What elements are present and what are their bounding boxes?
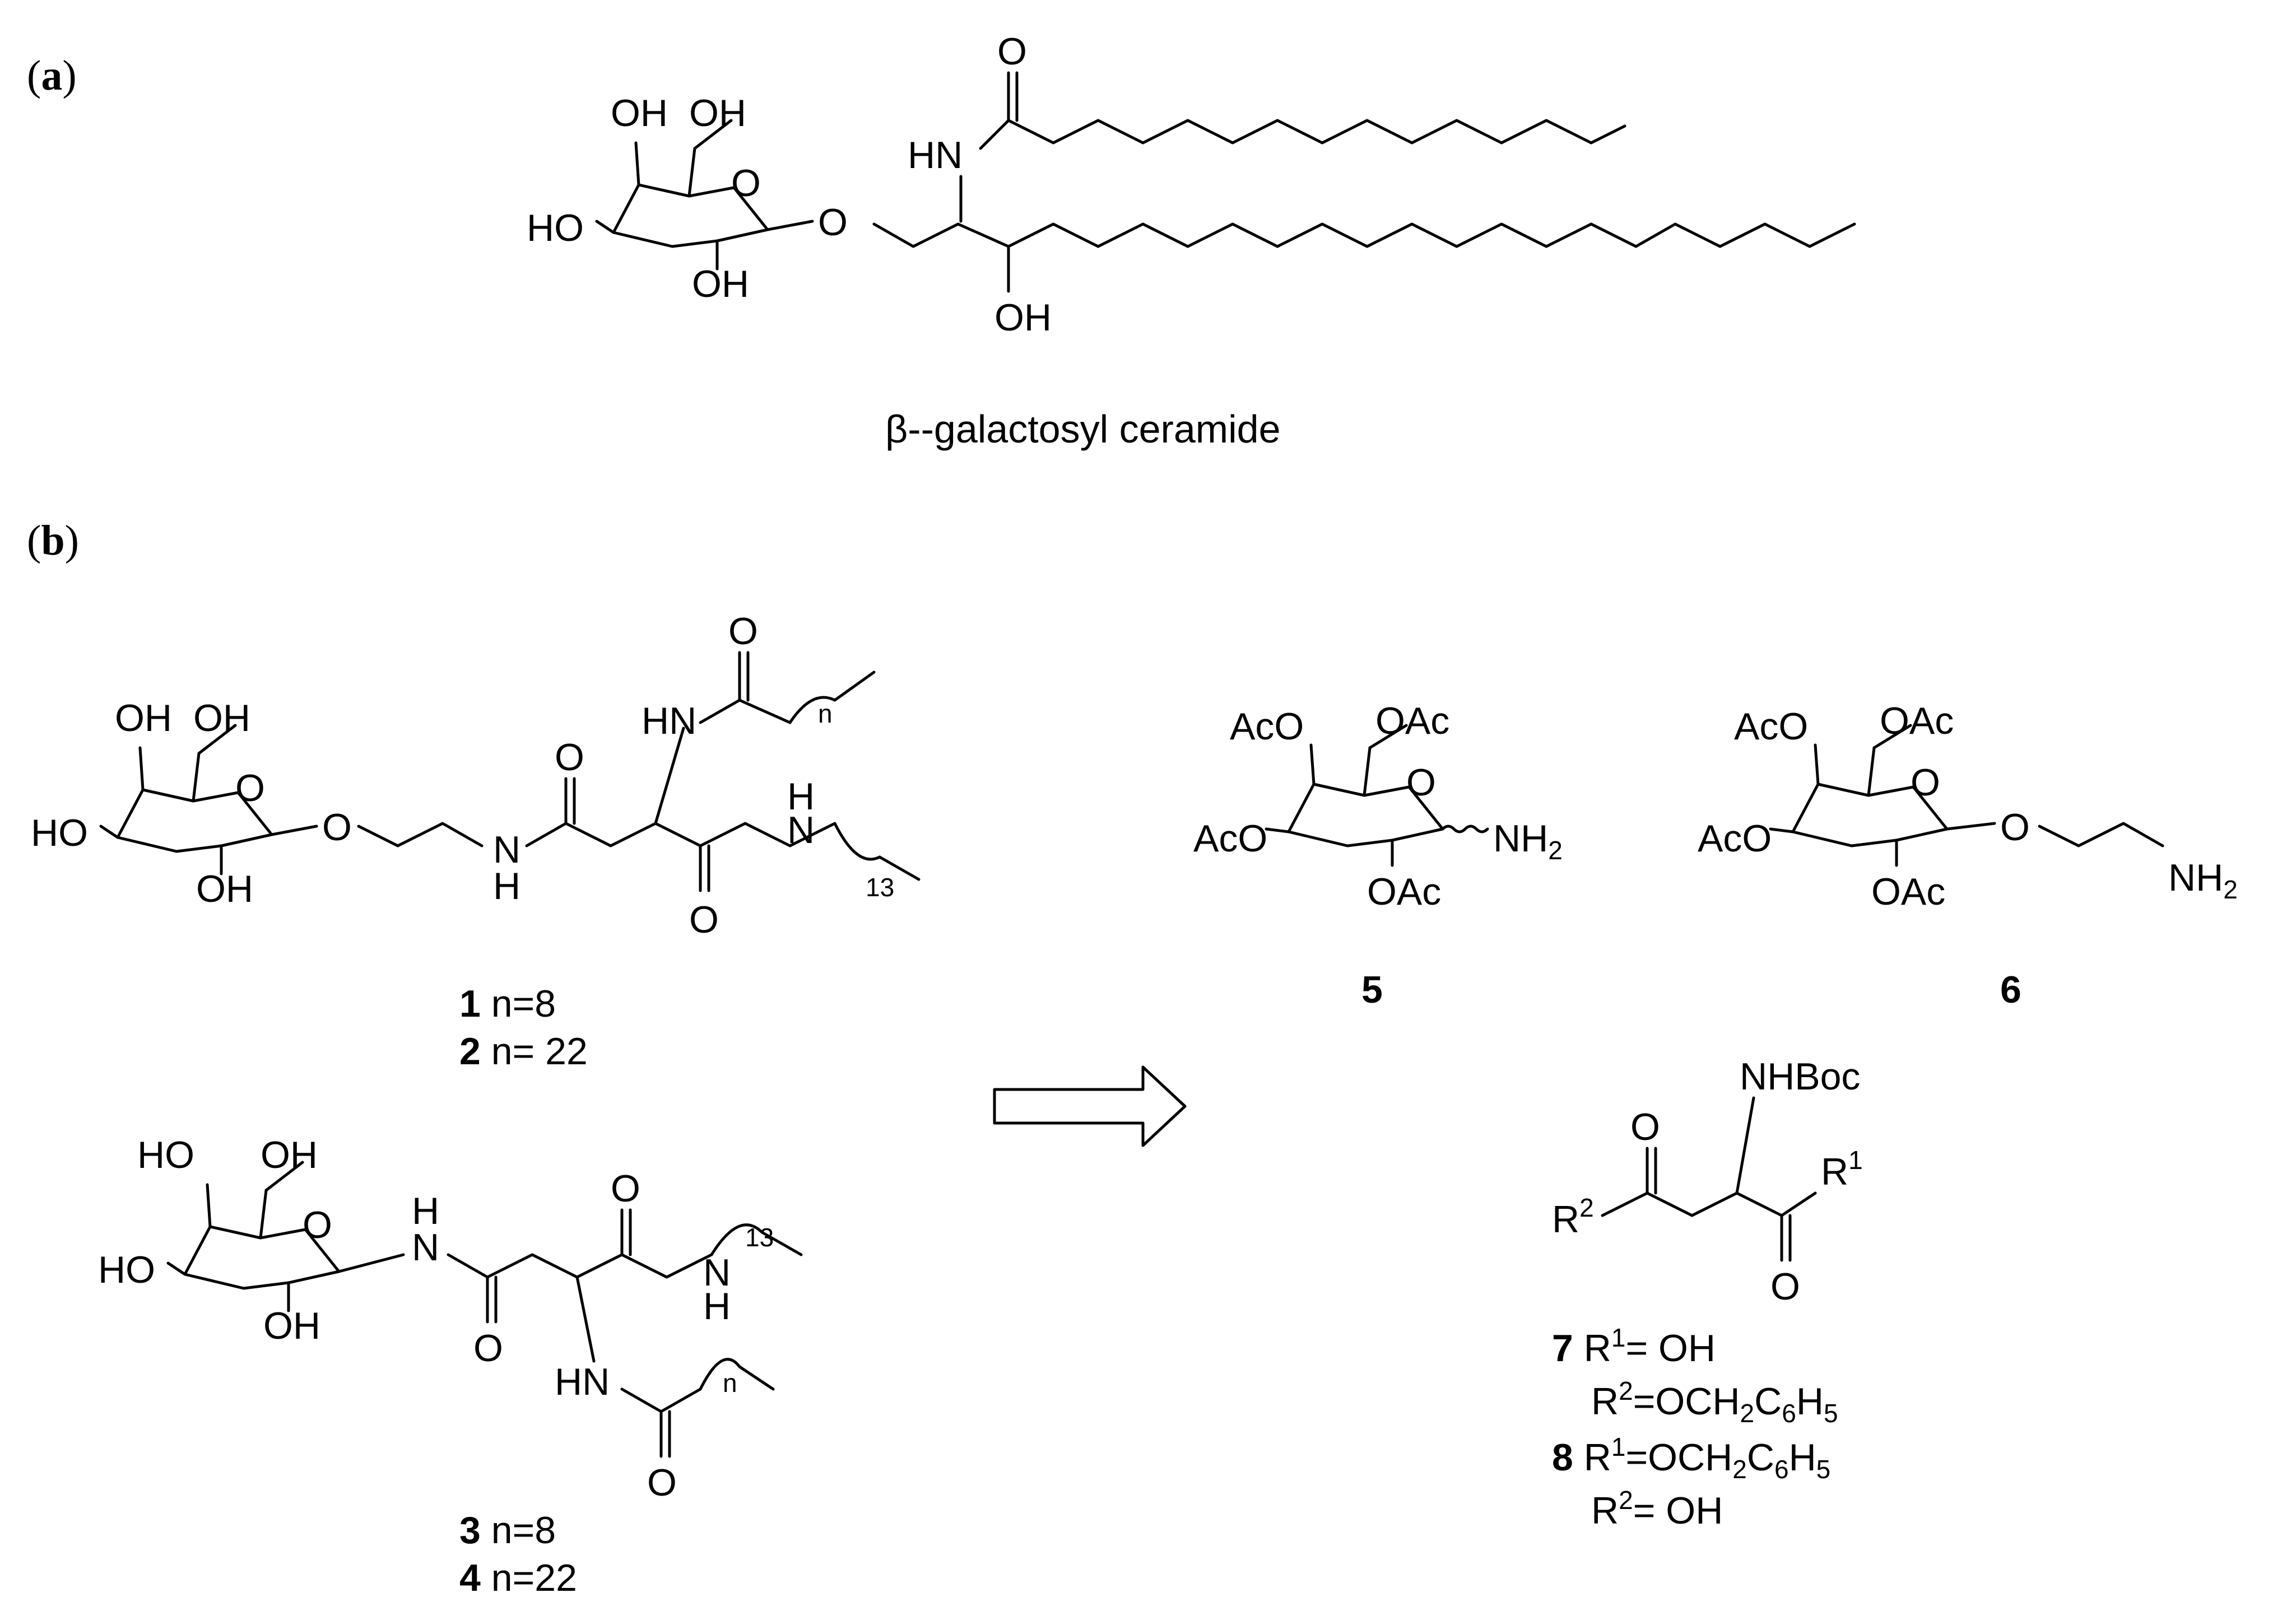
- compound-6-label: 6: [2000, 968, 2021, 1011]
- amide-h-label: H: [412, 1190, 439, 1232]
- carbonyl-oxygen-label: O: [689, 898, 719, 941]
- oac-label: OAc: [1367, 870, 1441, 913]
- galactosyl-ceramide-structure: OH OH HO O OH O HN O OH: [527, 30, 1856, 339]
- amide-h-label: H: [703, 1285, 731, 1328]
- oh-label: OH: [994, 296, 1052, 339]
- amide-h-label: H: [493, 865, 520, 907]
- ho-label: HO: [31, 812, 88, 854]
- oh-label: OH: [689, 92, 746, 134]
- aco-label: AcO: [1193, 817, 1267, 860]
- compound-8-r1-label: 8 R1=OCH2C6H5: [1552, 1432, 1830, 1484]
- hn-label: HN: [908, 134, 963, 176]
- carbonyl-oxygen-label: O: [1770, 1265, 1800, 1308]
- oh-label: OH: [611, 92, 668, 134]
- chain-subscript-n: n: [818, 699, 833, 728]
- carbonyl-oxygen-label: O: [555, 736, 584, 779]
- carbonyl-oxygen-label: O: [728, 610, 758, 653]
- amide-n-label: N: [493, 828, 520, 871]
- ring-oxygen-label: O: [235, 767, 265, 809]
- compound-1-2-structure: OH OH HO O OH O N H O O HN O n H N 13: [31, 610, 921, 941]
- compound-7-r1-label: 7 R1= OH: [1552, 1323, 1716, 1370]
- hn-label: HN: [555, 1361, 610, 1403]
- oac-label: OAc: [1375, 700, 1449, 742]
- panel-a-letter: a: [41, 52, 62, 99]
- chain-subscript-13: 13: [866, 873, 894, 902]
- r2-label: R2: [1552, 1193, 1594, 1241]
- ring-oxygen-label: O: [1406, 761, 1436, 804]
- nh2-label: NH2: [2168, 856, 2238, 904]
- compound-7-r2-label: R2=OCH2C6H5: [1591, 1376, 1838, 1428]
- hn-label: HN: [642, 700, 696, 742]
- nhboc-label: NHBoc: [1740, 1055, 1860, 1098]
- compound-1-label: 1 n=8: [459, 982, 556, 1025]
- amide-n-label: N: [412, 1226, 439, 1269]
- panel-a-caption: β--galactosyl ceramide: [885, 407, 1281, 451]
- carbonyl-oxygen-label: O: [473, 1327, 503, 1370]
- carbonyl-oxygen-label: O: [1630, 1106, 1660, 1148]
- carbonyl-oxygen-label: O: [611, 1167, 640, 1210]
- oh-label: OH: [196, 868, 253, 910]
- aco-label: AcO: [1734, 705, 1808, 748]
- aco-label: AcO: [1698, 817, 1772, 860]
- oh-label: OH: [115, 697, 172, 739]
- ring-oxygen-label: O: [303, 1204, 332, 1246]
- carbonyl-oxygen-label: O: [647, 1461, 677, 1504]
- oac-label: OAc: [1871, 870, 1945, 913]
- chain-subscript-n: n: [723, 1368, 737, 1398]
- oac-label: OAc: [1880, 700, 1954, 742]
- compound-5-label: 5: [1361, 968, 1383, 1011]
- svg-text:(a): (a): [27, 52, 77, 99]
- compound-7-8-structure: O NHBoc R2 R1 O: [1552, 1055, 1863, 1308]
- compound-3-4-structure: HO OH HO O OH H N O O N H 13 HN O n: [98, 1134, 803, 1504]
- svg-text:(b): (b): [27, 517, 79, 564]
- oh-label: OH: [261, 1134, 318, 1176]
- ring-oxygen-label: O: [1911, 761, 1940, 804]
- compound-4-label: 4 n=22: [459, 1557, 577, 1599]
- oh-label: OH: [692, 263, 749, 305]
- glycosidic-oxygen-label: O: [322, 806, 352, 849]
- carbonyl-oxygen-label: O: [997, 30, 1027, 73]
- oh-label: OH: [263, 1305, 320, 1347]
- panel-a-label: (a): [27, 52, 77, 99]
- aco-label: AcO: [1230, 705, 1304, 748]
- glycosidic-oxygen-label: O: [2000, 806, 2030, 849]
- retrosynthetic-arrow: [993, 1065, 1187, 1147]
- chain-subscript-13: 13: [745, 1223, 774, 1252]
- ho-label: HO: [137, 1134, 194, 1176]
- ho-label: HO: [527, 207, 584, 249]
- compound-5-structure: AcO OAc AcO O OAc NH2: [1193, 700, 1563, 913]
- compound-8-r2-label: R2= OH: [1591, 1485, 1723, 1532]
- compound-2-label: 2 n= 22: [459, 1030, 588, 1073]
- panel-b-letter: b: [41, 517, 64, 564]
- amide-h-label: H: [787, 775, 815, 818]
- ho-label: HO: [98, 1249, 155, 1291]
- compound-6-structure: AcO OAc AcO O OAc O NH2: [1698, 700, 2238, 913]
- ring-oxygen-label: O: [731, 162, 761, 204]
- oh-label: OH: [193, 697, 250, 739]
- nh2-label: NH2: [1493, 817, 1563, 865]
- glycosidic-oxygen-label: O: [818, 201, 848, 244]
- r1-label: R1: [1821, 1145, 1863, 1193]
- panel-b-label: (b): [27, 517, 79, 564]
- amide-n-label: N: [787, 809, 815, 851]
- compound-3-label: 3 n=8: [459, 1509, 556, 1552]
- amide-n-label: N: [703, 1251, 731, 1294]
